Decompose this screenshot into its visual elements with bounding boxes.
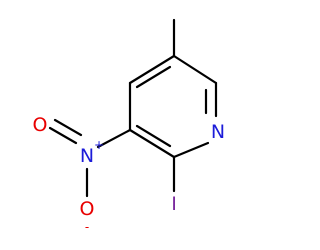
bond-nitro-o-double-a — [48, 126, 78, 145]
bond-c5-c6 — [172, 54, 218, 85]
iodine-label: I — [171, 193, 177, 215]
nitro-nitrogen-label: N — [80, 145, 94, 167]
ring-nitrogen-label: N — [211, 121, 225, 143]
bond-c5-c4-inner — [135, 65, 172, 89]
nitro-nitrogen-charge: + — [94, 138, 104, 152]
oxygen-double-label: O — [33, 114, 48, 136]
bond-c3-nitro — [96, 128, 132, 149]
oxygen-single-charge: - — [85, 220, 89, 234]
chemical-structure: N N + O O - I — [33, 18, 225, 234]
bond-c5-c4 — [128, 54, 176, 85]
bond-nitro-o-double-b — [53, 118, 83, 137]
bond-n1-c2 — [172, 141, 210, 159]
bond-c2-c3 — [128, 128, 176, 159]
bond-c2-c3-inner — [135, 124, 172, 148]
oxygen-single-label: O — [80, 198, 95, 220]
